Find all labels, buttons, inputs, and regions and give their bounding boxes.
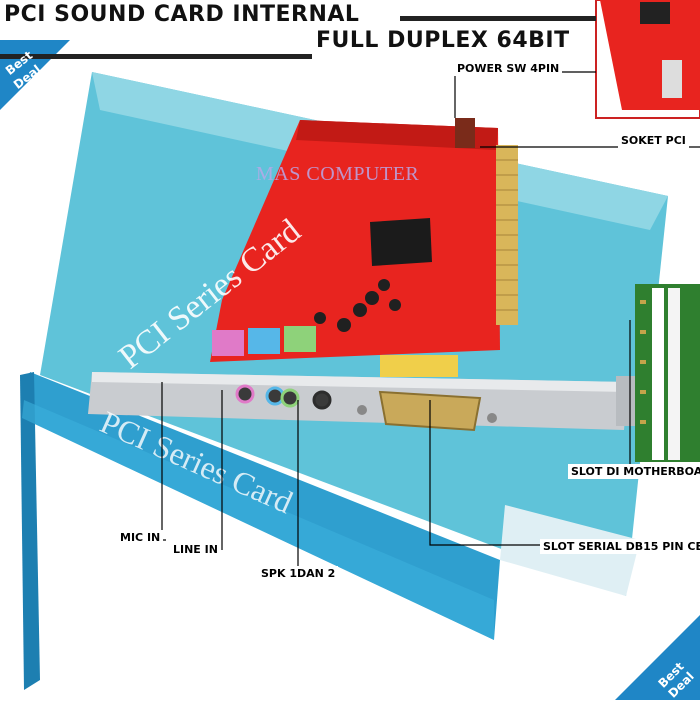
- callout-spk: SPK 1DAN 2: [258, 566, 339, 581]
- line-port-block: [248, 328, 280, 354]
- spk2-jack: [312, 390, 332, 410]
- spk1-jack: [280, 388, 300, 408]
- best-deal-badge-bottom: [615, 615, 700, 700]
- spk-port-block: [284, 326, 316, 352]
- callout-power-sw: POWER SW 4PIN: [454, 61, 563, 76]
- callout-slot-serial: SLOT SERIAL DB15 PIN CEWE: [540, 539, 700, 554]
- motherboard-inset: [635, 284, 700, 462]
- mic-port-block: [212, 330, 244, 356]
- sound-card-board: [210, 120, 500, 362]
- callout-slot-motherboard: SLOT DI MOTHERBOARD: [568, 464, 700, 479]
- callout-soket-pci: SOKET PCI: [618, 133, 689, 148]
- watermark: MAS COMPUTER: [256, 163, 420, 185]
- line-jack: [265, 386, 285, 406]
- title-line-1: PCI SOUND CARD INTERNAL: [4, 2, 360, 27]
- title-line-2: FULL DUPLEX 64BIT: [316, 28, 570, 53]
- callout-mic-in: MIC IN: [117, 530, 164, 545]
- mic-jack: [235, 384, 255, 404]
- audio-chip: [370, 218, 432, 266]
- audio-header: [380, 355, 458, 377]
- callout-line-in: LINE IN: [170, 542, 221, 557]
